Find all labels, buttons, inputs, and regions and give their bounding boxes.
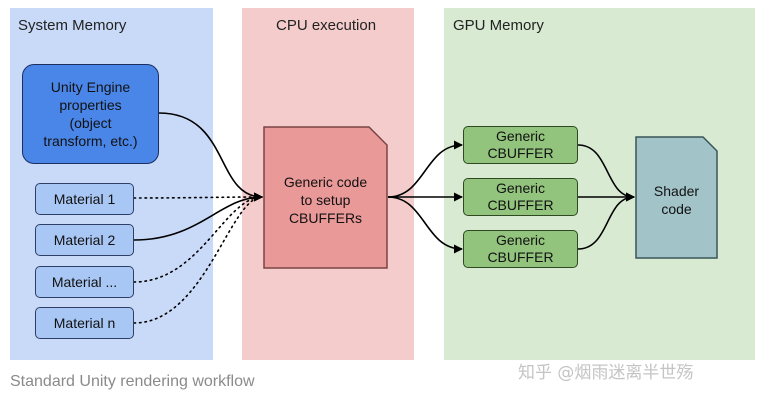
shader-document-shape (635, 136, 718, 259)
cpu-document-shape (263, 126, 388, 269)
cbuffer-1-label: Generic CBUFFER (487, 128, 554, 161)
material-n-box: Material n (35, 307, 134, 339)
cbuffer-2-label: Generic CBUFFER (487, 180, 554, 213)
material-2-label: Material 2 (53, 232, 116, 248)
material-1-label: Material 1 (53, 191, 116, 207)
gpu-memory-title: GPU Memory (453, 17, 544, 34)
cpu-generic-code-label-box: Generic code to setup CBUFFERs (264, 150, 387, 250)
material-n-link (133, 192, 263, 324)
cpu-to-cbuffer-1-arrow (387, 140, 463, 198)
cbuffer-box-3: Generic CBUFFER (463, 230, 578, 268)
cbuffer-3-to-shader-arrow (577, 192, 635, 250)
material-ellipsis-box: Material ... (35, 266, 134, 298)
unity-engine-properties-label: Unity Engine properties (object transfor… (43, 79, 138, 149)
cbuffer-box-1: Generic CBUFFER (463, 126, 578, 164)
material-ellipsis-label: Material ... (51, 274, 118, 290)
cpu-execution-title: CPU execution (276, 17, 377, 34)
cbuffer-1-to-shader-arrow (577, 144, 635, 202)
material-1-box: Material 1 (35, 183, 134, 215)
material-n-label: Material n (53, 315, 116, 331)
material-2-link (133, 192, 263, 241)
watermark: 知乎 @烟雨迷离半世殇 (518, 363, 694, 383)
cbuffer-3-label: Generic CBUFFER (487, 232, 554, 265)
cbuffer-box-2: Generic CBUFFER (463, 178, 578, 216)
cpu-to-cbuffer-3-arrow (387, 196, 463, 254)
figure-caption: Standard Unity rendering workflow (10, 373, 255, 390)
material-1-link (133, 192, 263, 202)
cpu-generic-code-label: Generic code to setup CBUFFERs (283, 174, 368, 226)
material-ellipsis-link (133, 192, 263, 283)
shader-code-label-box: Shader code (636, 160, 717, 240)
material-2-box: Material 2 (35, 224, 134, 256)
unity-engine-properties-box: Unity Engine properties (object transfor… (22, 64, 159, 164)
system-memory-title: System Memory (18, 17, 127, 34)
shader-code-label: Shader code (653, 183, 700, 217)
engine-to-cpu-arrow (158, 112, 263, 202)
